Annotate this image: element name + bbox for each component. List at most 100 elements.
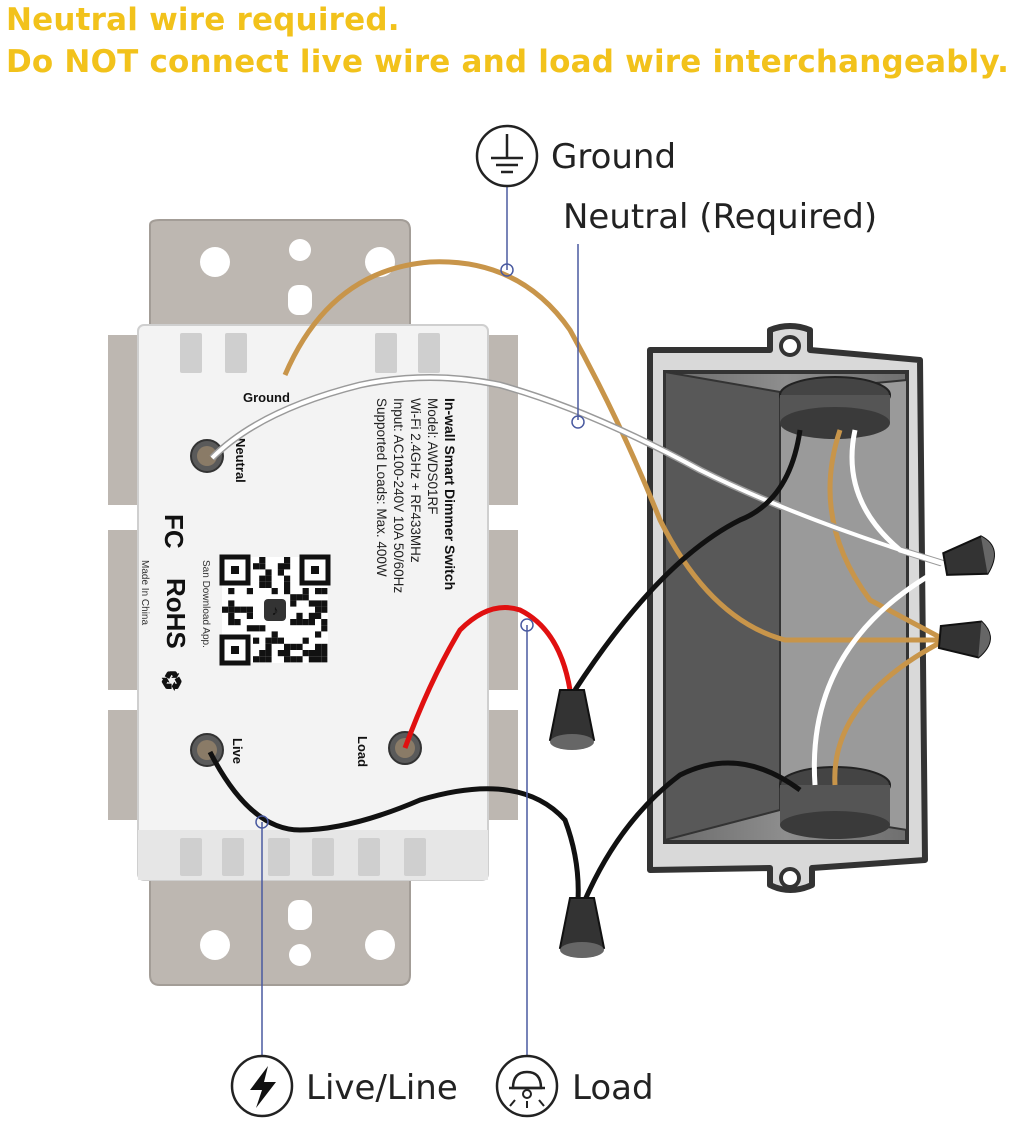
qr-module bbox=[284, 581, 291, 588]
qr-module bbox=[315, 588, 322, 595]
qr-module bbox=[290, 656, 297, 663]
qr-module bbox=[228, 612, 235, 619]
qr-module bbox=[265, 575, 272, 582]
qr-module bbox=[277, 569, 284, 576]
qr-module bbox=[315, 606, 322, 613]
recycle-icon: ♻ bbox=[160, 666, 183, 696]
box-load-wire bbox=[572, 429, 803, 692]
qr-module bbox=[265, 581, 272, 588]
qr-module bbox=[315, 650, 322, 657]
qr-module bbox=[284, 588, 291, 595]
qr-module bbox=[277, 637, 284, 644]
ground-symbol-icon bbox=[475, 124, 539, 188]
qr-module bbox=[321, 606, 328, 613]
terminal-label-live: Live bbox=[230, 738, 245, 764]
qr-module bbox=[259, 563, 266, 570]
qr-module bbox=[234, 619, 241, 626]
box-live-wire bbox=[582, 760, 802, 902]
terminal-label-neutral: Neutral bbox=[233, 438, 248, 483]
qr-module bbox=[321, 643, 328, 650]
device-model: Model: AWDS01RF bbox=[425, 398, 440, 515]
fcc-mark: FC bbox=[159, 514, 189, 549]
ground-leader-dot bbox=[500, 263, 514, 277]
rohs-mark: RoHS bbox=[161, 578, 191, 649]
qr-module bbox=[290, 619, 297, 626]
qr-module bbox=[290, 600, 297, 607]
box-neutral-wire-top bbox=[849, 429, 949, 568]
ground-callout-label: Ground bbox=[551, 137, 676, 177]
qr-module bbox=[259, 656, 266, 663]
qr-module bbox=[302, 619, 309, 626]
qr-module bbox=[308, 612, 315, 619]
device-wifi: Wi-Fi 2.4GHz + RF433MHz bbox=[408, 398, 423, 563]
qr-module bbox=[296, 594, 303, 601]
qr-module bbox=[265, 637, 272, 644]
qr-module bbox=[284, 557, 291, 564]
scan-download-text: San Download App. bbox=[200, 560, 211, 648]
qr-module bbox=[271, 637, 278, 644]
qr-module bbox=[315, 643, 322, 650]
electrical-box bbox=[647, 323, 928, 893]
qr-module bbox=[296, 656, 303, 663]
qr-module bbox=[315, 656, 322, 663]
qr-module bbox=[284, 650, 291, 657]
qr-module bbox=[315, 631, 322, 638]
qr-module bbox=[271, 631, 278, 638]
qr-module bbox=[253, 625, 260, 632]
qr-module bbox=[290, 594, 297, 601]
made-in-text: Made In China bbox=[139, 560, 150, 625]
qr-module bbox=[284, 643, 291, 650]
qr-module bbox=[308, 656, 315, 663]
qr-module bbox=[277, 563, 284, 570]
qr-module bbox=[321, 656, 328, 663]
qr-module bbox=[259, 581, 266, 588]
load-wire bbox=[402, 605, 573, 749]
wire-nut-load bbox=[548, 689, 596, 750]
qr-module bbox=[259, 557, 266, 564]
qr-module bbox=[228, 588, 235, 595]
qr-module bbox=[308, 619, 315, 626]
qr-module bbox=[271, 588, 278, 595]
ground-wire bbox=[282, 259, 945, 643]
qr-module bbox=[284, 563, 291, 570]
qr-module bbox=[246, 588, 253, 595]
qr-module bbox=[259, 575, 266, 582]
terminal-live bbox=[190, 733, 224, 767]
qr-module bbox=[321, 600, 328, 607]
headline-neutral-required: Neutral wire required. bbox=[6, 2, 400, 38]
neutral-callout-label: Neutral (Required) bbox=[563, 197, 877, 237]
bulb-icon bbox=[495, 1054, 559, 1118]
wire-nut-ground bbox=[937, 620, 991, 659]
qr-module bbox=[308, 600, 315, 607]
qr-module bbox=[240, 606, 247, 613]
device-spec-label: In-wall Smart Dimmer Switch Model: AWDS0… bbox=[374, 398, 458, 593]
neutral-leader-dot bbox=[571, 415, 585, 429]
qr-module bbox=[308, 650, 315, 657]
qr-module bbox=[284, 656, 291, 663]
qr-module bbox=[259, 625, 266, 632]
qr-module bbox=[296, 612, 303, 619]
qr-module bbox=[315, 600, 322, 607]
wire-nut-live bbox=[558, 897, 606, 958]
qr-module bbox=[321, 625, 328, 632]
qr-module bbox=[222, 606, 229, 613]
device-loads: Supported Loads: Max. 400W bbox=[374, 398, 389, 577]
qr-module bbox=[302, 588, 309, 595]
terminal-neutral bbox=[190, 439, 224, 473]
terminal-label-ground: Ground bbox=[243, 390, 290, 405]
device-input: Input: AC100-240V 10A 50/60Hz bbox=[391, 398, 406, 593]
box-ground-wire-bottom bbox=[832, 637, 947, 786]
qr-module bbox=[321, 588, 328, 595]
qr-module bbox=[296, 643, 303, 650]
qr-module bbox=[265, 650, 272, 657]
qr-module bbox=[302, 637, 309, 644]
qr-module bbox=[290, 643, 297, 650]
live-wire bbox=[207, 750, 581, 901]
qr-module bbox=[265, 569, 272, 576]
wire-nut-neutral bbox=[942, 535, 995, 576]
terminal-label-load: Load bbox=[355, 736, 370, 767]
headline-warning: Do NOT connect live wire and load wire i… bbox=[6, 44, 1010, 80]
qr-module bbox=[246, 625, 253, 632]
qr-module bbox=[321, 650, 328, 657]
